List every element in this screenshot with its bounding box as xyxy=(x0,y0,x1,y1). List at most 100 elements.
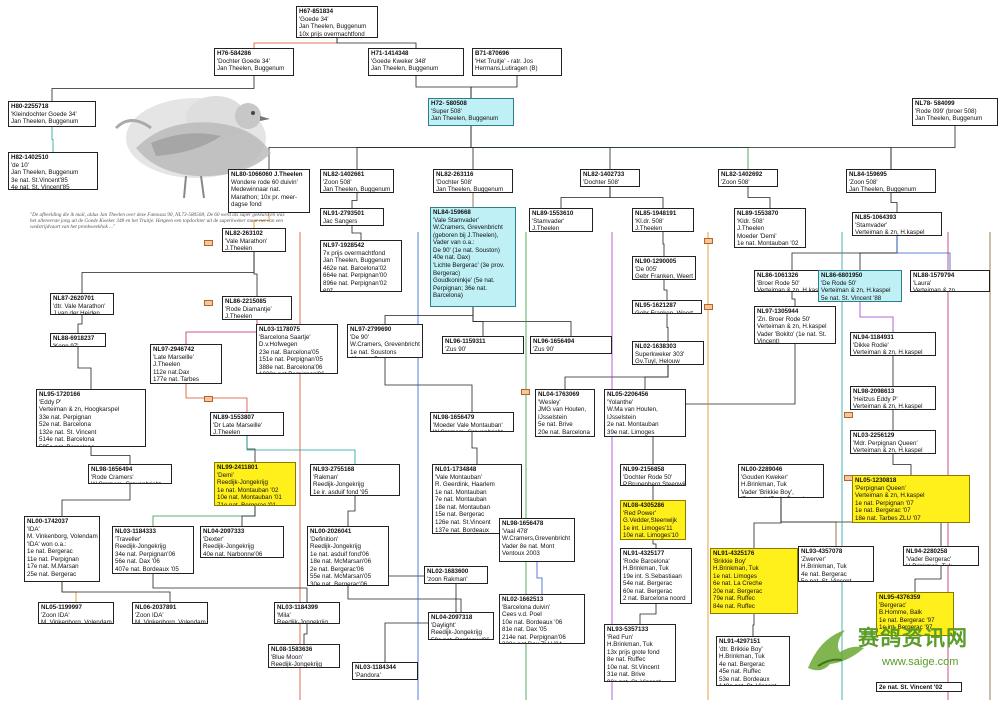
node-line: 31e nat. Brive xyxy=(607,671,646,679)
node-line: 'Barcelona duivin' xyxy=(502,603,551,611)
pedigree-node-n68: NL04-2097318'Daylight'Reedijk-Jongekrijg… xyxy=(428,612,494,640)
node-line: 'IDA' won o.a.: xyxy=(27,540,67,548)
connector-line xyxy=(753,498,782,548)
pedigree-node-n35: NL96-1159311'Zus 90'W.Cramers, Grevenbri… xyxy=(442,336,524,354)
connector-line xyxy=(609,187,664,208)
connector-line xyxy=(470,126,611,169)
ring-number: NL88-6918237 xyxy=(53,335,95,342)
node-line: 54e nat. Bergerac xyxy=(623,580,673,588)
pedigree-node-n10: NL82-1402661'Zoon 508'Jan Theelen, Bugge… xyxy=(320,169,394,193)
connector-line xyxy=(347,496,356,526)
node-line: Jan Theelen, Buggenum xyxy=(299,23,367,31)
node-line: Vincent) xyxy=(757,338,780,344)
pedigree-node-n31: NL88-6918237'Kopp 97' xyxy=(50,333,106,347)
node-line: H.Brinkman, Tuk xyxy=(607,641,653,649)
node-line: 45e nat. Ruffec xyxy=(719,668,761,676)
node-line: 2e nat. Bergerac'06 xyxy=(310,565,364,573)
node-line: 15e nat. Bergerac xyxy=(435,511,485,519)
node-line: Gebr Franken, Weert xyxy=(635,273,694,280)
node-line: 10e nat. Bordeaux '06 xyxy=(502,618,563,626)
node-line: Vader van o.a.: xyxy=(433,239,475,247)
node-line: Moeder 'Demi' xyxy=(737,232,777,240)
ring-number: NL08-1583636 xyxy=(271,646,313,653)
node-line: 39e nat. Limoges xyxy=(607,428,655,436)
connector-line xyxy=(472,307,572,336)
node-line: 'Vale Marathon' xyxy=(225,237,268,245)
pedigree-node-n72: NL08-1583636'Blue Moon'Reedijk-Jongekrij… xyxy=(268,644,340,668)
pedigree-node-n57: NL98-1656478'Vaal 478'W.Cramers,Grevenbr… xyxy=(499,518,575,562)
connector-line xyxy=(914,566,942,592)
node-line: 'Mila' xyxy=(277,611,291,619)
node-line: M. Vinkenborg, Volendam xyxy=(27,533,98,541)
node-line: IJsselstein xyxy=(538,413,567,421)
pedigree-node-n22: NL84-159668'Vale Stamvader'W.Cramers, Gr… xyxy=(430,207,516,307)
node-line: Reedijk-Jongekrijg xyxy=(203,543,254,551)
ring-number: NL82-1402661 xyxy=(323,171,365,178)
ring-number: NL05-1199997 xyxy=(41,604,82,611)
pedigree-node-n25: NL86-1061326'Broer Rode 50'Verteiman & z… xyxy=(754,270,830,292)
connector-line xyxy=(791,292,796,306)
node-line: 5e nat. St. Vincent xyxy=(801,578,852,582)
pedigree-node-n50: NL99-2156858'Dochter Rode 50'P.Brunenber… xyxy=(620,464,686,486)
node-line: 'Demi' xyxy=(217,471,234,479)
node-line: Jan Theelen, Buggenum xyxy=(849,186,917,193)
ring-number: NL91-2793501 xyxy=(323,210,365,217)
connector-line xyxy=(303,624,308,644)
pedigree-node-n44: NL98-1656479'Moeder Vale Montauban'W.Cra… xyxy=(430,412,514,432)
ring-number: NL88-1579794 xyxy=(913,272,955,279)
ring-number: NL84-159668 xyxy=(433,209,471,216)
node-line: 1e int. Limoges'11 xyxy=(623,524,673,532)
pedigree-node-n2: H76-584286'Dochter Goede 34'Jan Theelen,… xyxy=(214,48,294,76)
pedigree-node-n1: H67-851834'Goede 34'Jan Theelen, Buggenu… xyxy=(296,6,378,38)
node-line: 1e nat. Montauban '02 xyxy=(217,486,279,494)
connector-line xyxy=(246,436,356,464)
node-line: Verteiman & zn, H.kaspel xyxy=(853,403,923,410)
node-line: 'dtr. Vale Marathon' xyxy=(53,302,106,310)
node-line: 'Broer Rode 50' xyxy=(757,279,800,287)
ring-number: NL98-1656479 xyxy=(433,414,475,421)
node-line: 5e nat. Brive xyxy=(538,421,573,429)
node-line: 'Zoon IDA' xyxy=(41,611,70,619)
connector-line xyxy=(253,252,258,296)
node-line: 'Yolanthe' xyxy=(607,398,634,406)
node-line: 'Wesley' xyxy=(538,398,561,406)
connector-line xyxy=(336,38,417,48)
node-line: 20e nat. Bergerac xyxy=(713,587,763,595)
node-line: 2e nat. Montauban xyxy=(607,421,659,429)
node-line: 18e nat. Montauban xyxy=(435,503,491,511)
node-line: 'Kleindochter Goede 34' xyxy=(11,110,77,118)
connector-line xyxy=(639,604,657,624)
node-line: 151e nat. Perpignan'05 xyxy=(259,356,323,364)
node-line: Cees v.d. Poel xyxy=(502,611,542,619)
node-line: 'Goede Kweker 348' xyxy=(371,57,427,65)
node-line: 53e nat. Dax ZLU xyxy=(538,436,592,437)
node-line: 1e nat. Montauban xyxy=(435,488,487,496)
node-line: 11e nat. Perpignan xyxy=(27,555,79,563)
node-line: 60e nat. Bergerac xyxy=(623,587,673,595)
connector-line xyxy=(384,358,473,412)
node-line: 'Red Power' xyxy=(623,509,656,517)
ring-number: NL78- 584099 xyxy=(915,100,955,107)
node-line: 'Blue Moon' xyxy=(271,653,303,661)
ring-number: NL96-1656494 xyxy=(533,338,575,345)
node-line: 'Dochter 508' xyxy=(583,178,620,186)
note-marker-icon xyxy=(844,475,853,481)
ring-number: NL97-1928542 xyxy=(323,242,365,249)
node-line: 664e nat. Perpignan'00 xyxy=(323,272,387,280)
connector-line xyxy=(470,126,892,169)
node-line: 50e nat. Bordeaux'06 xyxy=(431,637,491,639)
node-line: 'Rode Barcelona' xyxy=(623,557,670,565)
connector-line xyxy=(791,236,898,270)
pedigree-node-n39: NL95-1720166'Eddy P'Verteiman & zn, Hoog… xyxy=(36,389,146,447)
node-line: 'Pandora' xyxy=(355,671,381,679)
node-line: 'De 90' xyxy=(350,333,369,341)
node-line: 81e nat. Dax '05 xyxy=(502,626,547,634)
connector-line xyxy=(246,436,256,462)
connector-line xyxy=(470,126,474,169)
node-line: 71e nat. Bergerac '01 xyxy=(217,501,276,506)
connector-line xyxy=(890,193,898,212)
